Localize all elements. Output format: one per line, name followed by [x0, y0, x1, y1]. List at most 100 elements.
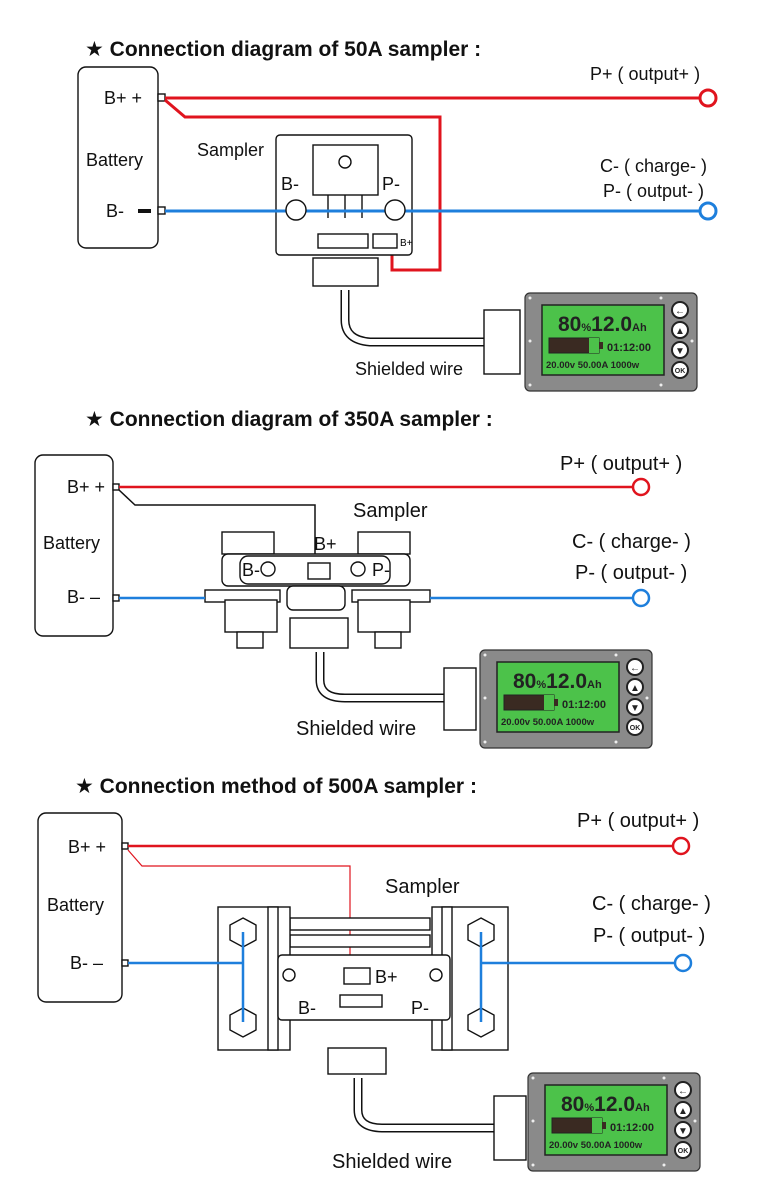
svg-text:←: ← [630, 663, 640, 674]
up-icon [626, 678, 644, 696]
shielded-cable [340, 290, 485, 347]
sense-wire [164, 98, 442, 272]
screw-icon [260, 561, 276, 577]
sampler-pos-label: P- [411, 998, 429, 1018]
ok-icon [671, 361, 689, 379]
screw-icon [285, 199, 307, 221]
sampler-pos-label: P- [382, 174, 400, 194]
charge-neg-label: C- ( charge- ) [600, 156, 707, 176]
up-icon [674, 1101, 692, 1119]
svg-text:OK: OK [630, 725, 641, 732]
display-plug [493, 1095, 527, 1161]
section-50a: ★ Connection diagram of 50A sampler : B+… [77, 38, 718, 392]
section-title: ★ Connection diagram of 50A sampler : [85, 38, 481, 61]
svg-text:←: ← [675, 306, 685, 317]
down-icon [671, 341, 689, 359]
capacity-readout: 80%12.0Ah [558, 313, 647, 336]
pos-terminal [121, 842, 129, 850]
back-icon [674, 1081, 692, 1099]
bolt-head [357, 531, 411, 555]
display-plug [483, 309, 521, 375]
section-350a: ★ Connection diagram of 350A sampler : B… [34, 408, 691, 749]
battery-label: Battery [43, 533, 100, 553]
svg-text:OK: OK [678, 1148, 689, 1155]
svg-text:OK: OK [675, 368, 686, 375]
vap-readout: 20.00v 50.00A 1000w [549, 1140, 643, 1151]
up-button[interactable]: ▲ [671, 321, 689, 339]
charge-neg-label: C- ( charge- ) [592, 893, 711, 915]
ok-button[interactable]: OK [626, 718, 644, 736]
output-neg-terminal [698, 201, 718, 221]
svg-text:▲: ▲ [630, 683, 640, 694]
svg-text:▼: ▼ [675, 346, 685, 357]
svg-text:▲: ▲ [675, 326, 685, 337]
battery [77, 66, 159, 249]
display-plug [443, 667, 477, 731]
back-icon [671, 301, 689, 319]
battery-label: Battery [47, 895, 104, 915]
ok-button[interactable]: OK [671, 361, 689, 379]
battery-neg-label: B- – [70, 953, 103, 973]
down-button[interactable]: ▼ [674, 1121, 692, 1139]
sampler-neg-label: B- [298, 998, 316, 1018]
time-readout: 01:12:00 [607, 342, 651, 354]
output-pos-terminal [671, 836, 691, 856]
svg-text:←: ← [678, 1086, 688, 1097]
up-button[interactable]: ▲ [626, 678, 644, 696]
battery-neg-label: B- – [67, 587, 100, 607]
mount-hole [338, 155, 352, 169]
sampler-connector [339, 994, 383, 1008]
sampler-connector [317, 233, 369, 249]
output-pos-terminal [698, 88, 718, 108]
meter-display: 80%12.0Ah 01:12:00 20.00v 50.00A 1000w ← ▲ ▼ O… [524, 292, 698, 392]
sampler-label: Sampler [385, 876, 460, 898]
bplus-label: B+ [375, 967, 398, 987]
output-neg-terminal [673, 953, 693, 973]
neg-terminal-mark [138, 209, 151, 213]
screw-icon [282, 968, 296, 982]
sampler-neg-label: B- [281, 174, 299, 194]
down-button[interactable]: ▼ [626, 698, 644, 716]
cable-plug [289, 617, 349, 649]
time-readout: 01:12:00 [610, 1122, 654, 1134]
output-pos-terminal [631, 477, 651, 497]
component-legs [327, 195, 363, 218]
up-button[interactable]: ▲ [674, 1101, 692, 1119]
cable-plug [327, 1047, 387, 1075]
svg-text:▲: ▲ [678, 1106, 688, 1117]
down-button[interactable]: ▼ [671, 341, 689, 359]
percent-value: 80 [513, 670, 536, 693]
section-title: ★ Connection method of 500A sampler : [75, 775, 477, 798]
output-neg-label: P- ( output- ) [603, 181, 704, 201]
time-readout: 01:12:00 [562, 699, 606, 711]
battery-pos-label: B+ + [67, 477, 105, 497]
back-button[interactable]: ← [626, 658, 644, 676]
bplus-terminal [343, 967, 371, 985]
ok-button[interactable]: OK [674, 1141, 692, 1159]
pos-terminal [112, 483, 120, 491]
output-neg-label: P- ( output- ) [575, 562, 687, 584]
screw-icon [384, 199, 406, 221]
back-button[interactable]: ← [674, 1081, 692, 1099]
sampler-connector [286, 585, 346, 611]
bolt-head [221, 531, 275, 555]
section-500a: ★ Connection method of 500A sampler : B+… [37, 775, 711, 1173]
cable-label: Shielded wire [296, 718, 416, 740]
negative-wire [128, 932, 675, 1022]
vap-readout: 20.00v 50.00A 1000w [546, 360, 640, 371]
pos-terminal [157, 93, 166, 102]
percent-value: 80 [561, 1093, 584, 1116]
battery-neg-label: B- [106, 201, 124, 221]
battery [37, 812, 123, 1003]
vap-readout: 20.00v 50.00A 1000w [501, 717, 595, 728]
cable-plug [312, 257, 379, 287]
shunt-component [312, 144, 379, 196]
battery [34, 454, 114, 637]
back-icon [626, 658, 644, 676]
output-neg-terminal [631, 588, 651, 608]
back-button[interactable]: ← [671, 301, 689, 319]
charge-neg-label: C- ( charge- ) [572, 531, 691, 553]
